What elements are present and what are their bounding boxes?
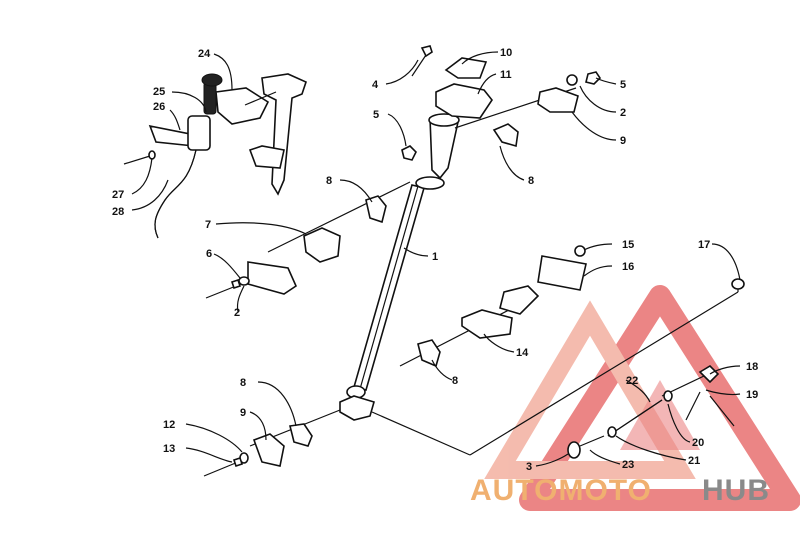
callout-28: 28 [112, 206, 124, 218]
callout-1: 1 [432, 251, 438, 263]
callout-17: 17 [698, 239, 710, 251]
callout-2-upper: 2 [620, 107, 626, 119]
callout-27: 27 [112, 189, 124, 201]
callout-8-lower-mid: 8 [452, 375, 458, 387]
right-clamp-group [417, 245, 587, 368]
callout-5-upper-right: 5 [620, 79, 626, 91]
callout-8-upper-right: 8 [528, 175, 534, 187]
callout-23: 23 [622, 459, 634, 471]
callout-11: 11 [500, 69, 512, 81]
watermark-word-automoto: AUTOMOTO [470, 474, 652, 507]
callout-25: 25 [153, 86, 165, 98]
callout-2-mid: 2 [234, 307, 240, 319]
callout-8-upper-left: 8 [326, 175, 332, 187]
leader-lines [131, 51, 741, 467]
watermark-word-hub: HUB [702, 474, 770, 507]
callout-14: 14 [516, 347, 529, 359]
watermark-text: AUTOMOTO HUB [470, 474, 770, 507]
callout-20: 20 [692, 437, 704, 449]
callout-10: 10 [500, 47, 512, 59]
tie-rod-group [567, 278, 745, 459]
callout-19: 19 [746, 389, 758, 401]
throttle-assembly [123, 73, 307, 239]
watermark-logo [484, 285, 800, 511]
steering-post-1 [339, 113, 460, 421]
lower-clamp-group [203, 423, 313, 477]
callout-9-upper: 9 [620, 135, 626, 147]
callout-21: 21 [688, 455, 700, 467]
callout-22: 22 [626, 375, 638, 387]
left-clamp-group [205, 195, 387, 299]
callout-6: 6 [206, 248, 212, 260]
callout-3: 3 [526, 461, 532, 473]
callout-12: 12 [163, 419, 175, 431]
callout-7: 7 [205, 219, 211, 231]
callout-5-upper-left: 5 [373, 109, 379, 121]
callout-24: 24 [198, 48, 211, 60]
callout-13: 13 [163, 443, 175, 455]
callout-9-lower: 9 [240, 407, 246, 419]
callout-labels: 24 25 26 27 28 10 4 11 5 5 2 9 8 8 7 6 2… [112, 47, 758, 473]
callout-26: 26 [153, 101, 165, 113]
callout-16: 16 [622, 261, 634, 273]
callout-15: 15 [622, 239, 634, 251]
callout-4: 4 [372, 79, 379, 91]
callout-8-lower-left: 8 [240, 377, 246, 389]
callout-18: 18 [746, 361, 758, 373]
